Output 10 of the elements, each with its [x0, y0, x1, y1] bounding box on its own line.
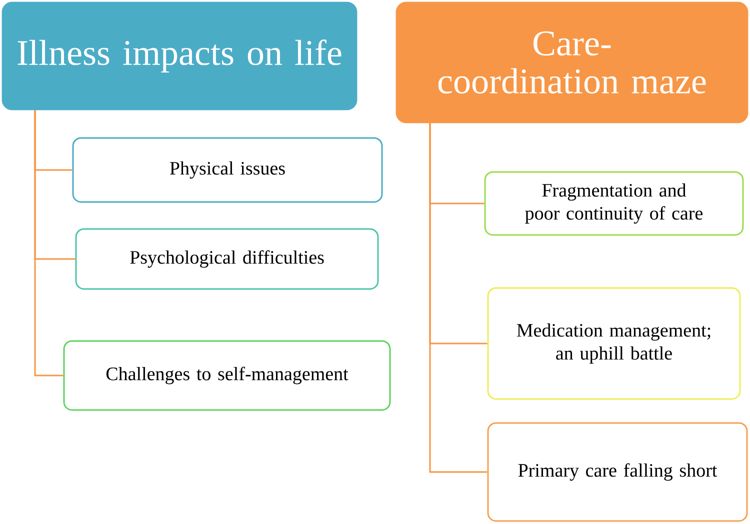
- topic-box: Physical issues: [72, 137, 383, 203]
- heading-box: Care-coordination maze: [396, 2, 748, 124]
- connector-line: [429, 123, 488, 473]
- topic-box: Fragmentation and poor continuity of care: [484, 171, 744, 236]
- connector-line: [34, 110, 64, 376]
- topic-box: Primary care falling short: [487, 422, 748, 522]
- heading-box: Illness impacts on life: [2, 2, 358, 110]
- topic-box: Psychological difficulties: [75, 228, 379, 290]
- topic-box: Challenges to self-management: [63, 340, 391, 411]
- topic-box: Medication management; an uphill battle: [487, 287, 741, 400]
